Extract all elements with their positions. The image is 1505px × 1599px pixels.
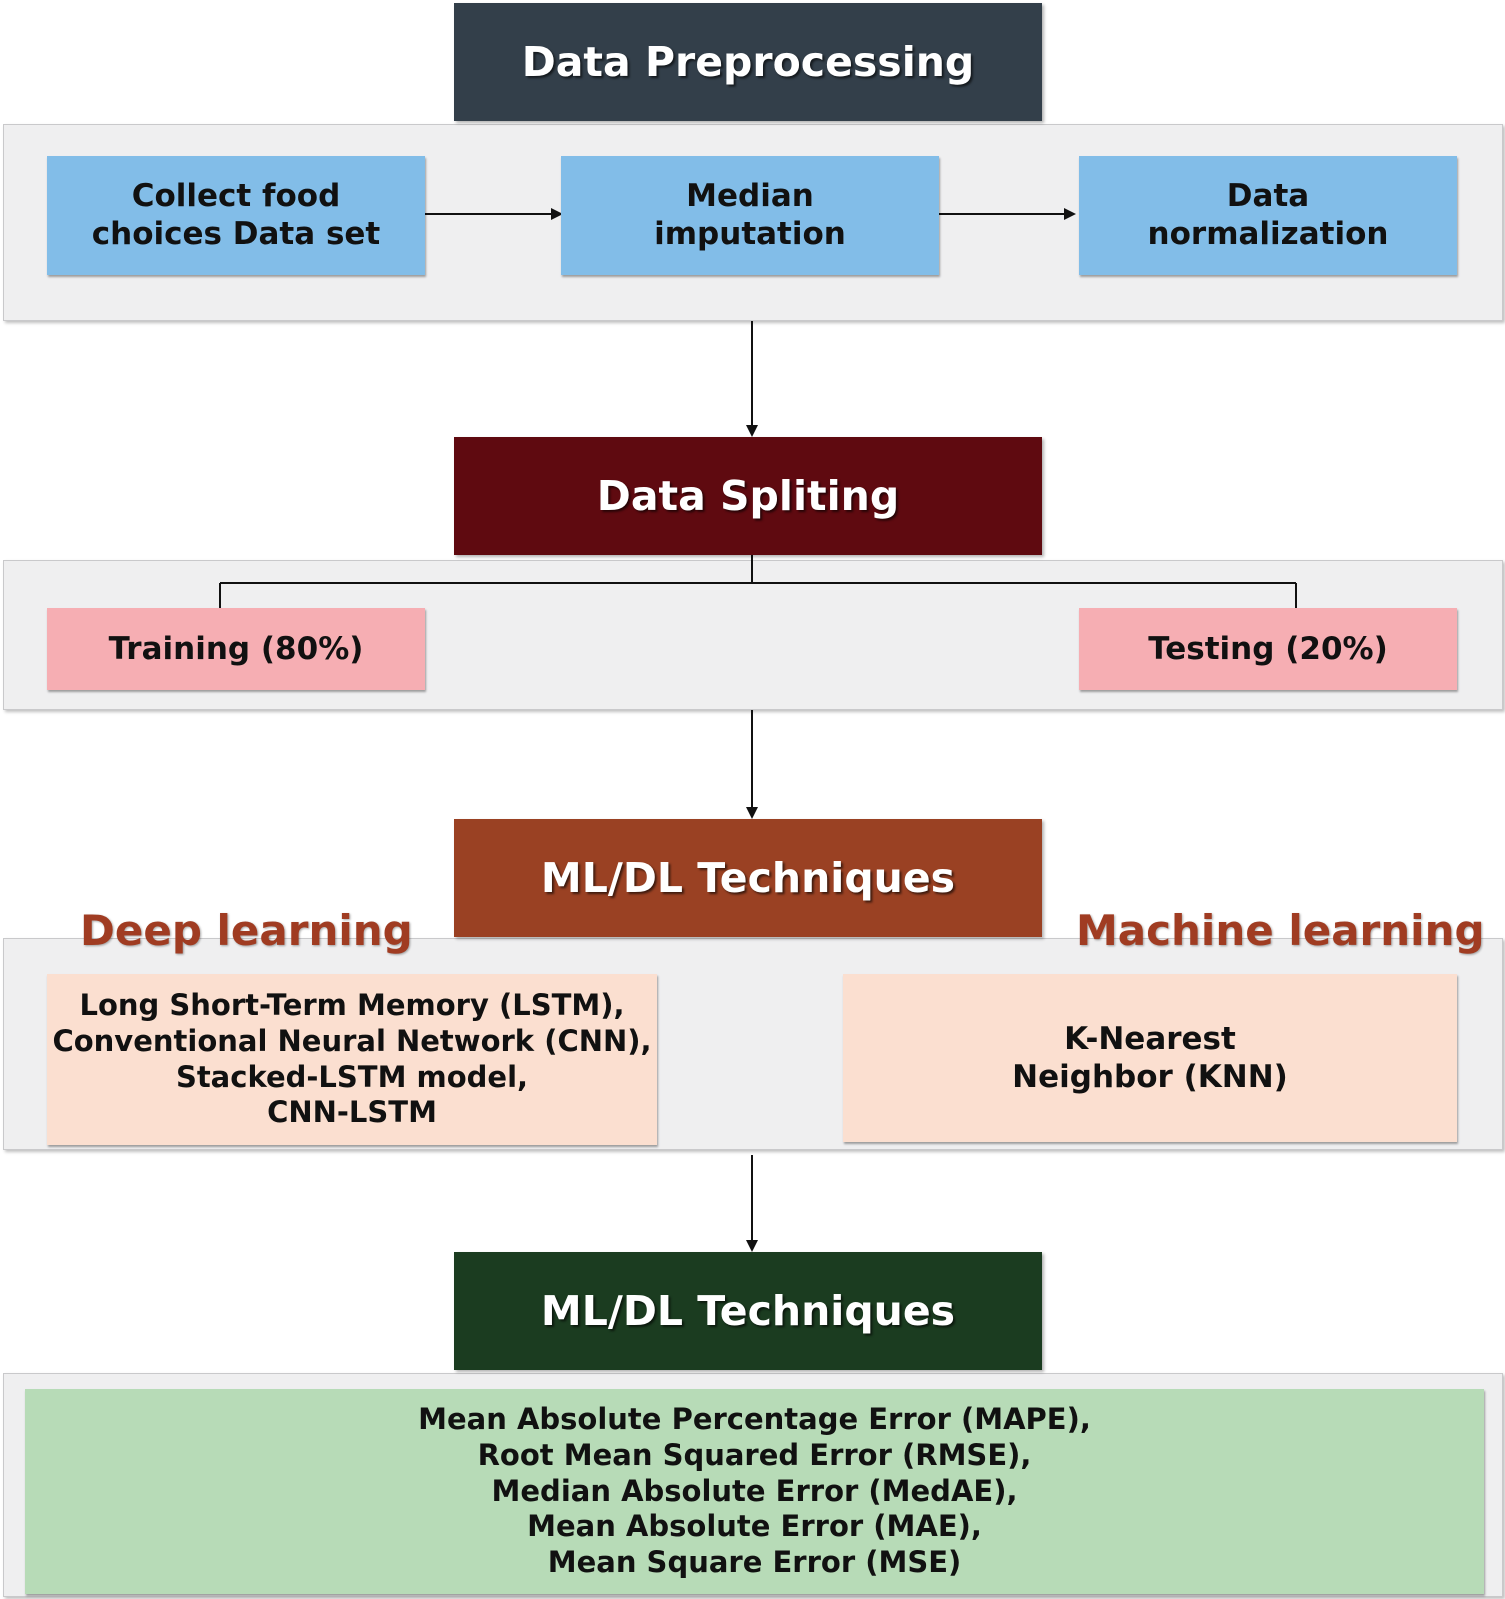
- deep-learning-label: Deep learning: [80, 906, 413, 955]
- metric-mape: Mean Absolute Percentage Error (MAPE),: [418, 1402, 1091, 1437]
- step-data-normalization: Data normalization: [1079, 156, 1457, 275]
- machine-learning-methods-box: K-Nearest Neighbor (KNN): [843, 974, 1457, 1142]
- header-data-splitting: Data Spliting: [454, 437, 1042, 555]
- testing-label: Testing (20%): [1148, 631, 1388, 667]
- step-median-imputation: Median imputation: [561, 156, 939, 275]
- testing-box: Testing (20%): [1079, 608, 1457, 690]
- deep-learning-methods-box: Long Short-Term Memory (LSTM), Conventio…: [47, 974, 657, 1145]
- deep-method-lstm: Long Short-Term Memory (LSTM),: [79, 988, 625, 1023]
- deep-method-stacked-lstm: Stacked-LSTM model,: [175, 1059, 529, 1094]
- deep-method-cnn-lstm: CNN-LSTM: [267, 1095, 437, 1130]
- machine-method-knn-line1: K-Nearest: [1064, 1020, 1236, 1057]
- deep-method-cnn: Conventional Neural Network (CNN),: [52, 1023, 652, 1058]
- metric-rmse: Root Mean Squared Error (RMSE),: [477, 1438, 1032, 1473]
- header-ml-dl-techniques: ML/DL Techniques: [454, 819, 1042, 937]
- step-collect-data-label: Collect food choices Data set: [91, 177, 381, 252]
- metric-mse: Mean Square Error (MSE): [547, 1544, 962, 1579]
- step-median-imputation-label: Median imputation: [654, 177, 846, 252]
- step-collect-data: Collect food choices Data set: [47, 156, 425, 275]
- metric-mae: Mean Absolute Error (MAE),: [527, 1509, 982, 1544]
- header-data-preprocessing: Data Preprocessing: [454, 3, 1042, 121]
- header-evaluation-techniques-title: ML/DL Techniques: [540, 1287, 956, 1335]
- header-data-preprocessing-title: Data Preprocessing: [521, 38, 975, 86]
- header-data-splitting-title: Data Spliting: [596, 472, 900, 520]
- header-ml-dl-techniques-title: ML/DL Techniques: [540, 854, 956, 902]
- header-evaluation-techniques: ML/DL Techniques: [454, 1252, 1042, 1370]
- training-label: Training (80%): [108, 631, 364, 667]
- machine-learning-label: Machine learning: [1076, 906, 1485, 955]
- machine-method-knn-line2: Neighbor (KNN): [1012, 1059, 1288, 1095]
- metric-medae: Median Absolute Error (MedAE),: [491, 1473, 1018, 1508]
- step-data-normalization-label: Data normalization: [1147, 177, 1389, 252]
- training-box: Training (80%): [47, 608, 425, 690]
- evaluation-metrics-box: Mean Absolute Percentage Error (MAPE), R…: [25, 1389, 1484, 1594]
